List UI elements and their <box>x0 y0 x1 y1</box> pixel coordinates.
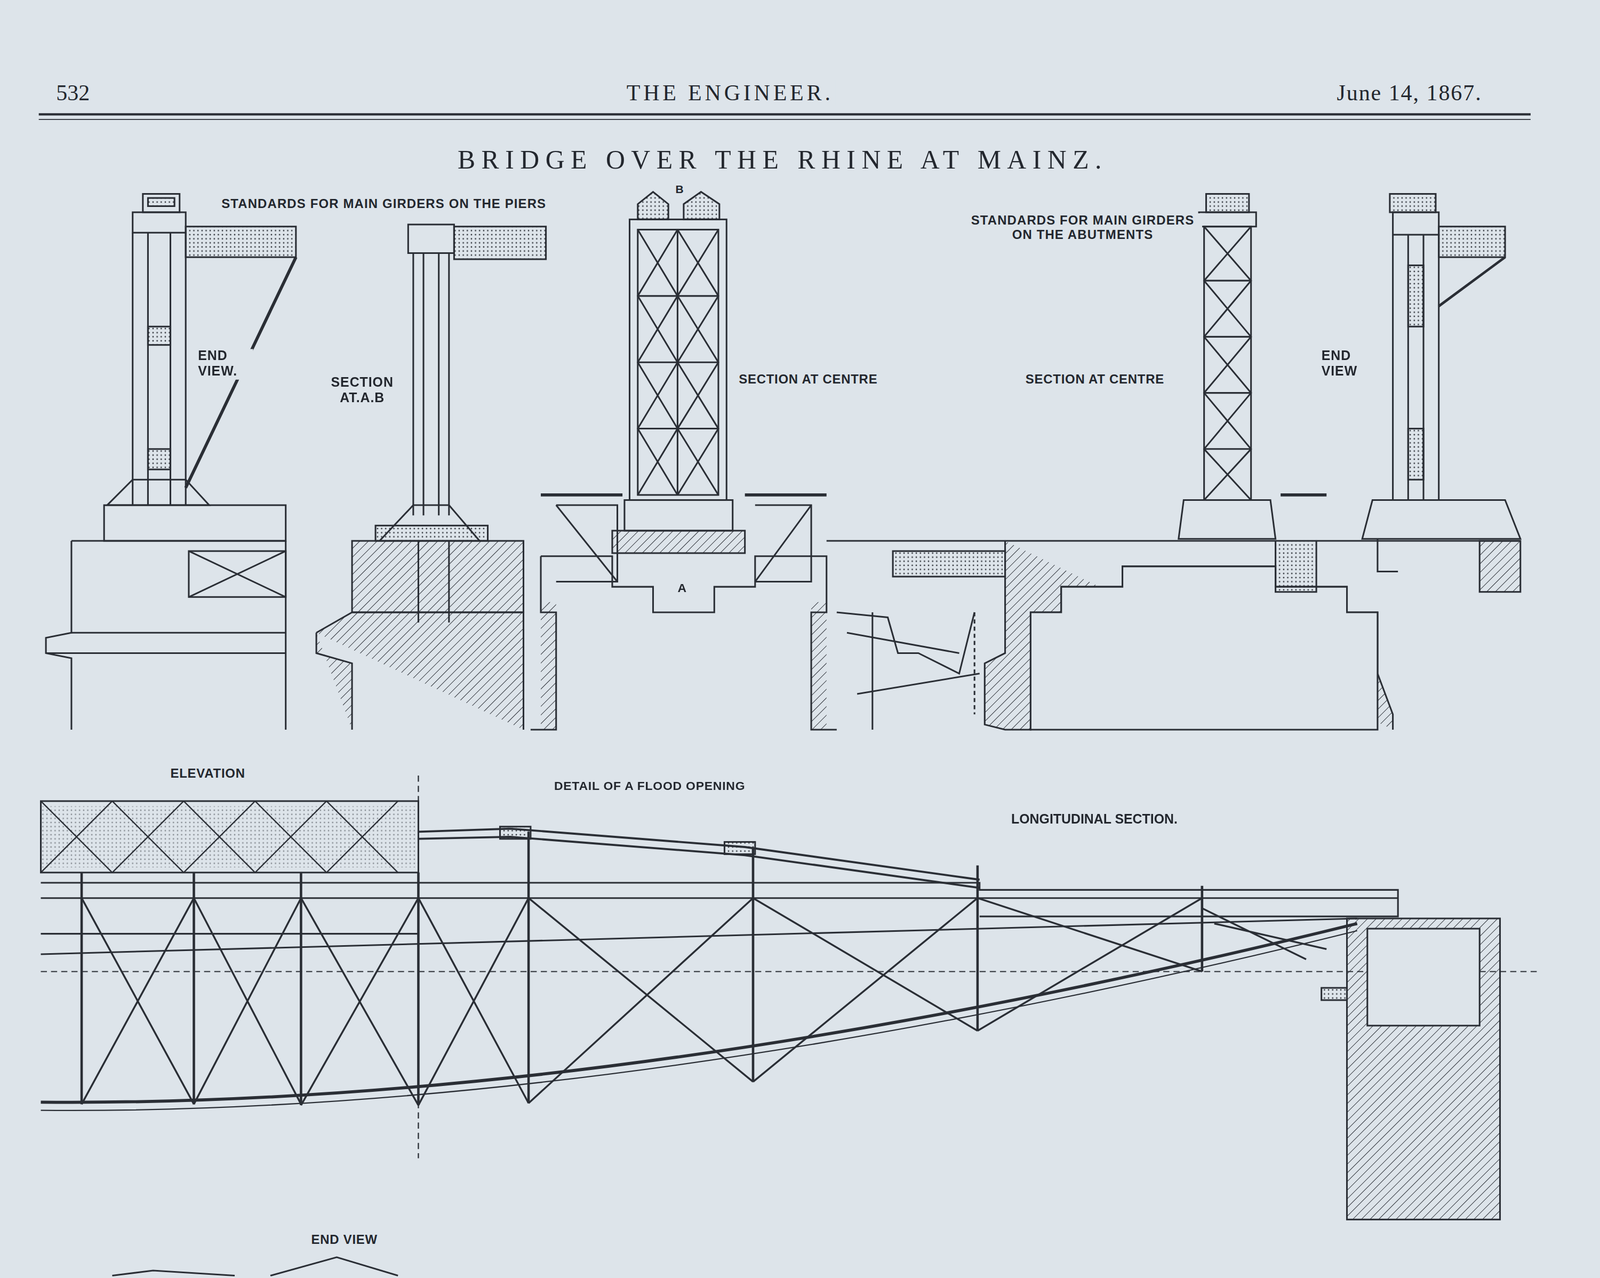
reference-letter: B <box>673 182 686 196</box>
drawing-title: STANDARDS FOR MAIN GIRDERS ON THE PIERS <box>219 196 549 212</box>
issue-date: June 14, 1867. <box>1334 79 1485 106</box>
view-label: LONGITUDINAL SECTION. <box>1009 812 1180 828</box>
view-label: SECTION AT CENTRE <box>736 372 880 388</box>
view-label: SECTION AT CENTRE <box>1023 372 1167 388</box>
drawing-title: STANDARDS FOR MAIN GIRDERS ON THE ABUTME… <box>963 213 1203 243</box>
page-title: BRIDGE OVER THE RHINE AT MAINZ. <box>0 145 1566 176</box>
page-number: 532 <box>53 79 92 106</box>
reference-letter: A <box>675 581 689 596</box>
view-label: END VIEW <box>309 1232 380 1248</box>
view-label: END VIEW <box>1319 348 1371 380</box>
view-label: ELEVATION <box>168 766 248 782</box>
journal-name: THE ENGINEER. <box>624 79 836 106</box>
view-label: END VIEW. <box>195 348 253 380</box>
view-label: SECTION AT.A.B <box>328 375 396 406</box>
drawing-title: DETAIL OF A FLOOD OPENING <box>552 779 748 794</box>
